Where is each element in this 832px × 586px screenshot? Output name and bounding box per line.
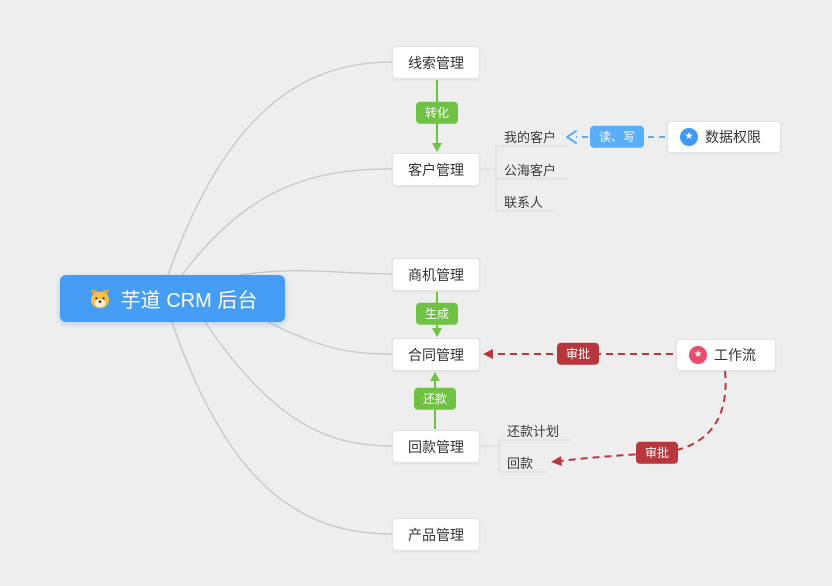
badge-approve-contract: 审批 — [556, 342, 600, 366]
node-receivable[interactable]: 回款管理 — [392, 430, 480, 463]
arrowhead-leads-to-customers — [432, 143, 442, 152]
node-contract-label: 合同管理 — [408, 346, 464, 363]
node-contract[interactable]: 合同管理 — [392, 338, 480, 371]
curve-root-to-leads — [167, 61, 393, 276]
node-product-label: 产品管理 — [408, 526, 464, 543]
node-opportunity[interactable]: 商机管理 — [392, 258, 480, 291]
arrowhead-opportunity-to-contract — [432, 328, 442, 337]
curve-root-to-receivable — [204, 321, 393, 447]
node-customers[interactable]: 客户管理 — [392, 153, 480, 186]
subitem-repayment-plan[interactable]: 还款计划 — [507, 424, 560, 439]
arrowhead-workflow-to-receivable — [551, 456, 562, 466]
subitem-contacts[interactable]: 联系人 — [504, 195, 544, 210]
badge-convert: 转化 — [415, 101, 459, 125]
bracket-customers — [480, 145, 568, 212]
curve-root-to-product — [171, 321, 393, 535]
arrowhead-permission-to-my-customers — [566, 130, 577, 144]
node-workflow[interactable]: ★ 工作流 — [676, 339, 776, 371]
root-node-crm-admin[interactable]: 芋道 CRM 后台 — [60, 275, 285, 322]
root-node-label: 芋道 CRM 后台 — [120, 290, 258, 312]
node-product[interactable]: 产品管理 — [392, 518, 480, 551]
node-data-permission-label: 数据权限 — [705, 129, 761, 145]
star-circle-pink-icon: ★ — [689, 346, 707, 364]
node-leads-label: 线索管理 — [408, 54, 464, 71]
node-data-permission[interactable]: ★ 数据权限 — [667, 121, 781, 153]
dog-face-icon — [88, 287, 112, 311]
subitem-my-customers[interactable]: 我的客户 — [504, 130, 557, 145]
node-leads[interactable]: 线索管理 — [392, 46, 480, 79]
arrowhead-receivable-to-contract — [430, 372, 440, 381]
subitem-public-customers[interactable]: 公海客户 — [504, 163, 557, 178]
curve-root-to-contract — [267, 321, 393, 355]
badge-read-write: 读、写 — [589, 125, 645, 149]
subitem-receivable[interactable]: 回款 — [507, 456, 534, 471]
arrowhead-workflow-to-contract — [483, 349, 493, 359]
node-customers-label: 客户管理 — [408, 161, 464, 178]
curve-root-to-customers — [181, 168, 393, 276]
star-circle-blue-icon: ★ — [680, 128, 698, 146]
badge-repay: 还款 — [413, 387, 457, 411]
node-workflow-label: 工作流 — [714, 347, 756, 363]
badge-approve-receivable: 审批 — [635, 441, 679, 465]
node-opportunity-label: 商机管理 — [408, 266, 464, 283]
node-receivable-label: 回款管理 — [408, 438, 464, 455]
badge-generate: 生成 — [415, 302, 459, 326]
curve-root-to-opportunity — [239, 270, 393, 276]
bracket-receivable — [480, 439, 570, 473]
